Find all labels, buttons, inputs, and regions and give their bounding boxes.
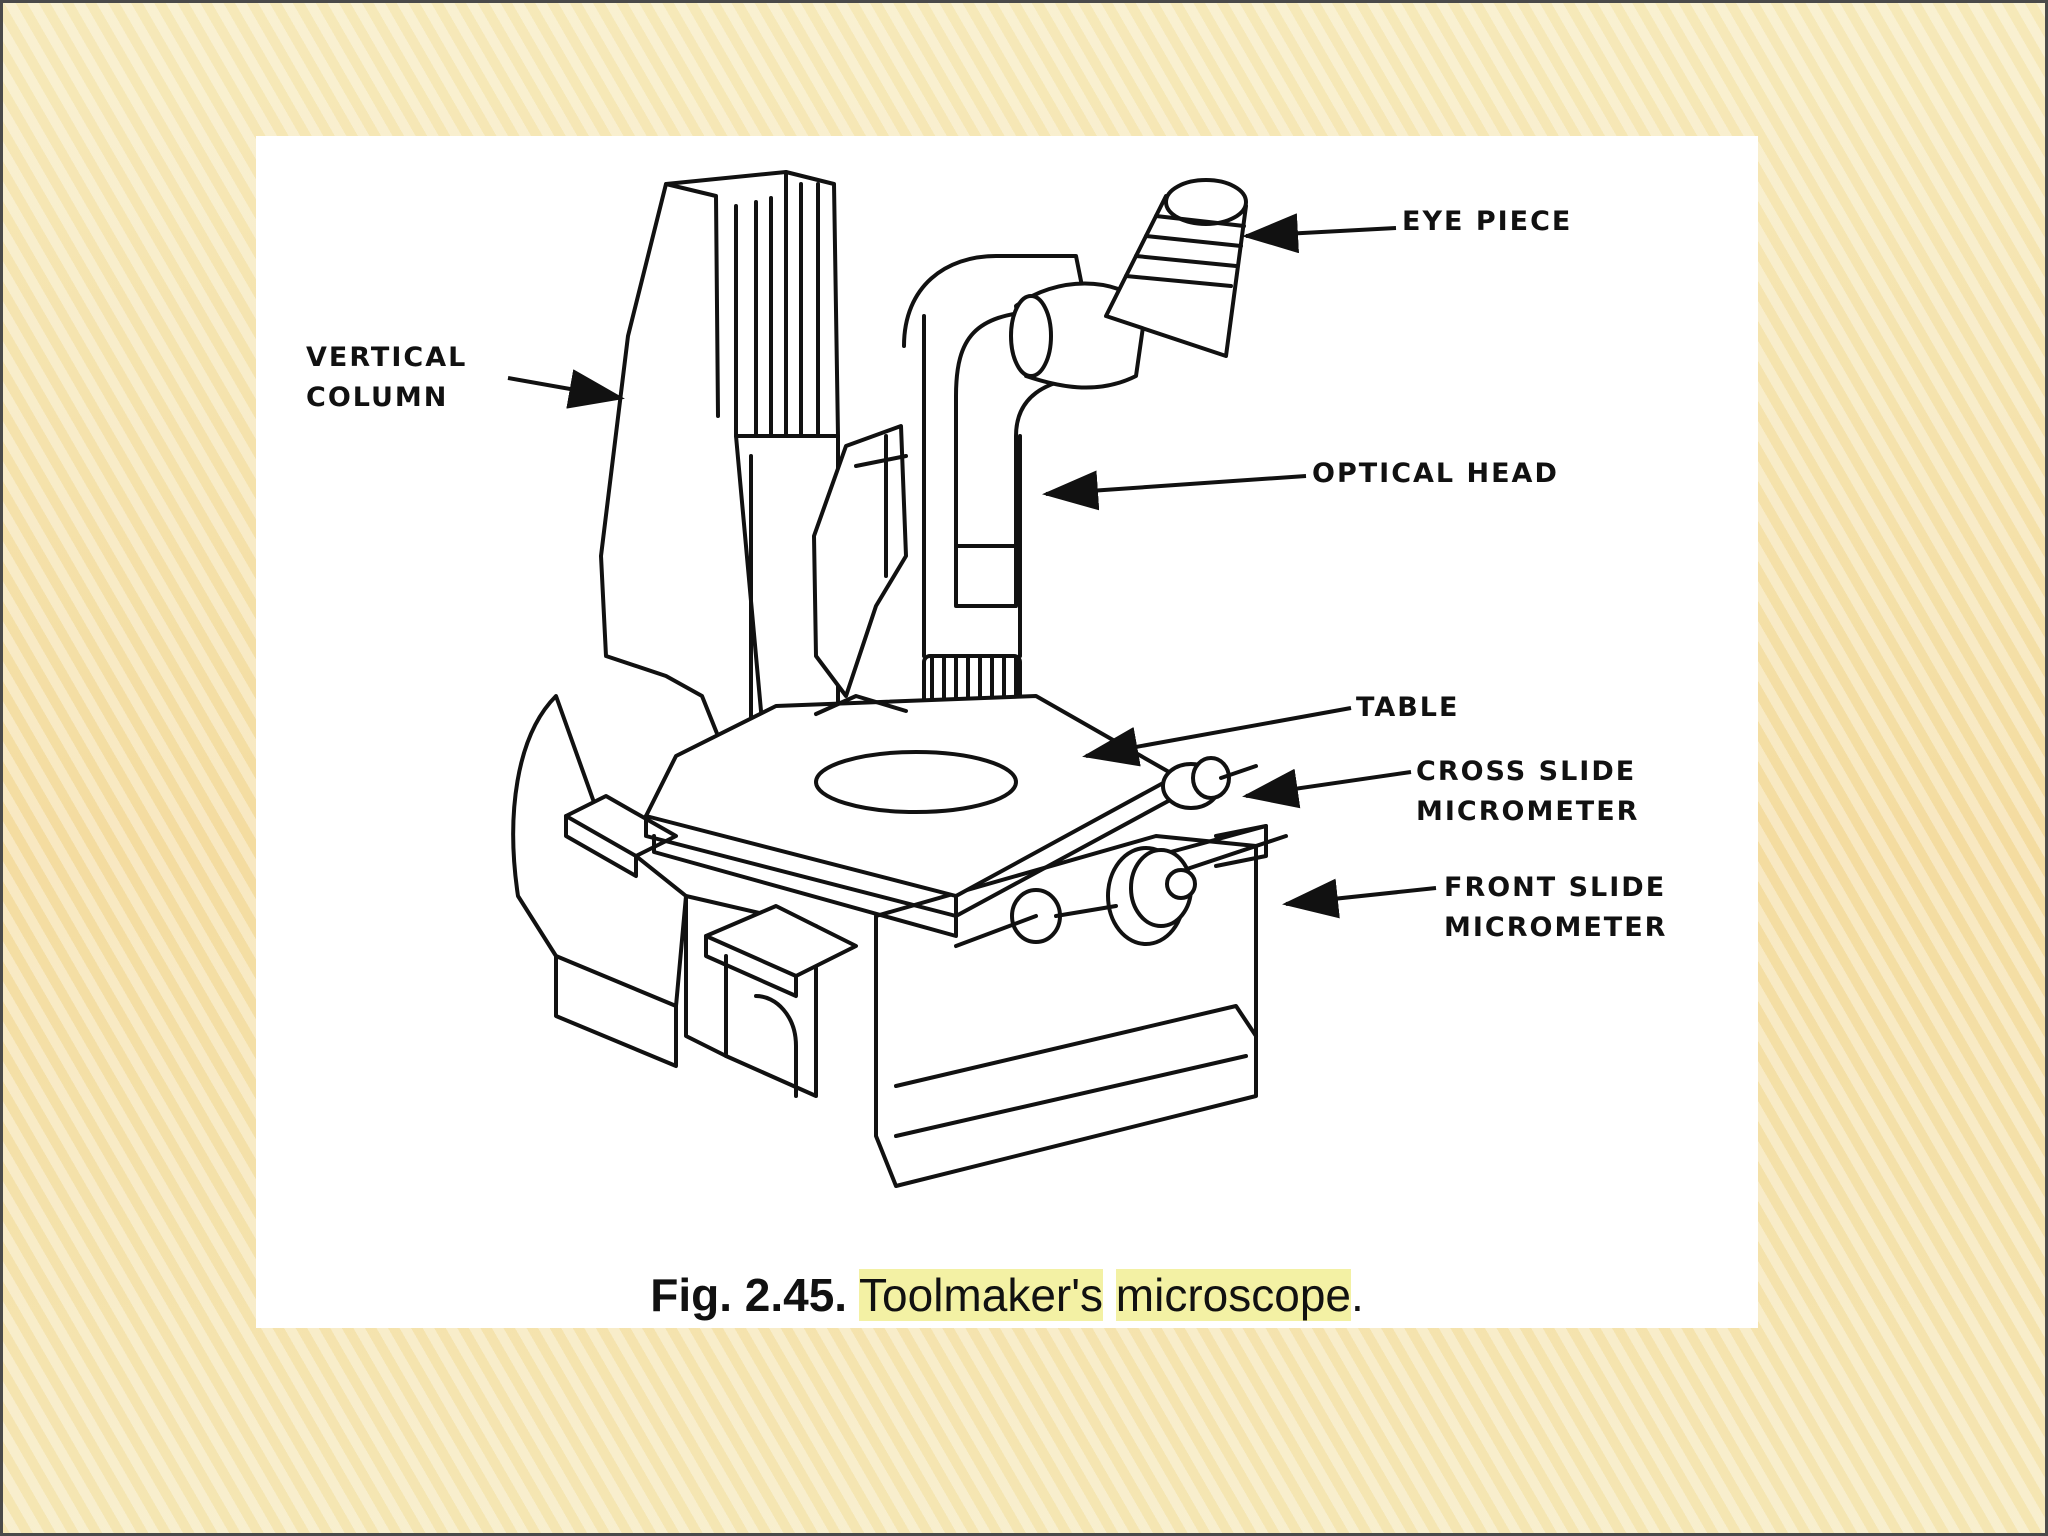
caption-title-part2: microscope bbox=[1115, 1269, 1351, 1321]
caption-title-part1: Toolmaker's bbox=[859, 1269, 1104, 1321]
vertical-column-shape bbox=[599, 170, 908, 768]
optical-head-shape bbox=[902, 178, 1248, 728]
label-cross-slide-line1: CROSS SLIDE bbox=[1416, 756, 1637, 787]
caption-figure-number: Fig. 2.45. bbox=[650, 1269, 848, 1321]
cross-slide-micrometer-shape bbox=[1161, 756, 1258, 810]
front-slide-micrometer-shape bbox=[954, 824, 1288, 948]
leader-table bbox=[1082, 706, 1352, 767]
label-eye-piece: EYE PIECE bbox=[1402, 206, 1573, 237]
label-cross-slide-micrometer: CROSS SLIDE MICROMETER bbox=[1416, 752, 1639, 832]
table-shape bbox=[644, 694, 1198, 938]
label-table: TABLE bbox=[1356, 692, 1460, 723]
figure-panel: VERTICAL COLUMN EYE PIECE OPTICAL HEAD T… bbox=[256, 136, 1758, 1328]
leader-cross-slide bbox=[1242, 768, 1412, 809]
label-vertical-column: VERTICAL COLUMN bbox=[306, 338, 467, 418]
label-vertical-column-line2: COLUMN bbox=[306, 382, 449, 413]
leader-vertical-column bbox=[507, 369, 625, 409]
label-front-slide-line1: FRONT SLIDE bbox=[1444, 872, 1667, 903]
leader-optical-head bbox=[1042, 470, 1307, 511]
slide-rail-shape bbox=[564, 794, 858, 998]
figure-caption: Fig. 2.45. Toolmaker's microscope. bbox=[256, 1268, 1758, 1322]
leader-eye-piece bbox=[1242, 213, 1397, 254]
leader-front-slide bbox=[1282, 878, 1437, 919]
label-front-slide-line2: MICROMETER bbox=[1444, 912, 1668, 943]
label-vertical-column-line1: VERTICAL bbox=[306, 342, 468, 373]
label-optical-head: OPTICAL HEAD bbox=[1312, 458, 1559, 489]
caption-end: . bbox=[1351, 1269, 1364, 1321]
label-front-slide-micrometer: FRONT SLIDE MICROMETER bbox=[1444, 868, 1667, 948]
microscope-drawing bbox=[507, 170, 1437, 1188]
label-cross-slide-line2: MICROMETER bbox=[1416, 796, 1640, 827]
leader-lines bbox=[507, 213, 1437, 919]
